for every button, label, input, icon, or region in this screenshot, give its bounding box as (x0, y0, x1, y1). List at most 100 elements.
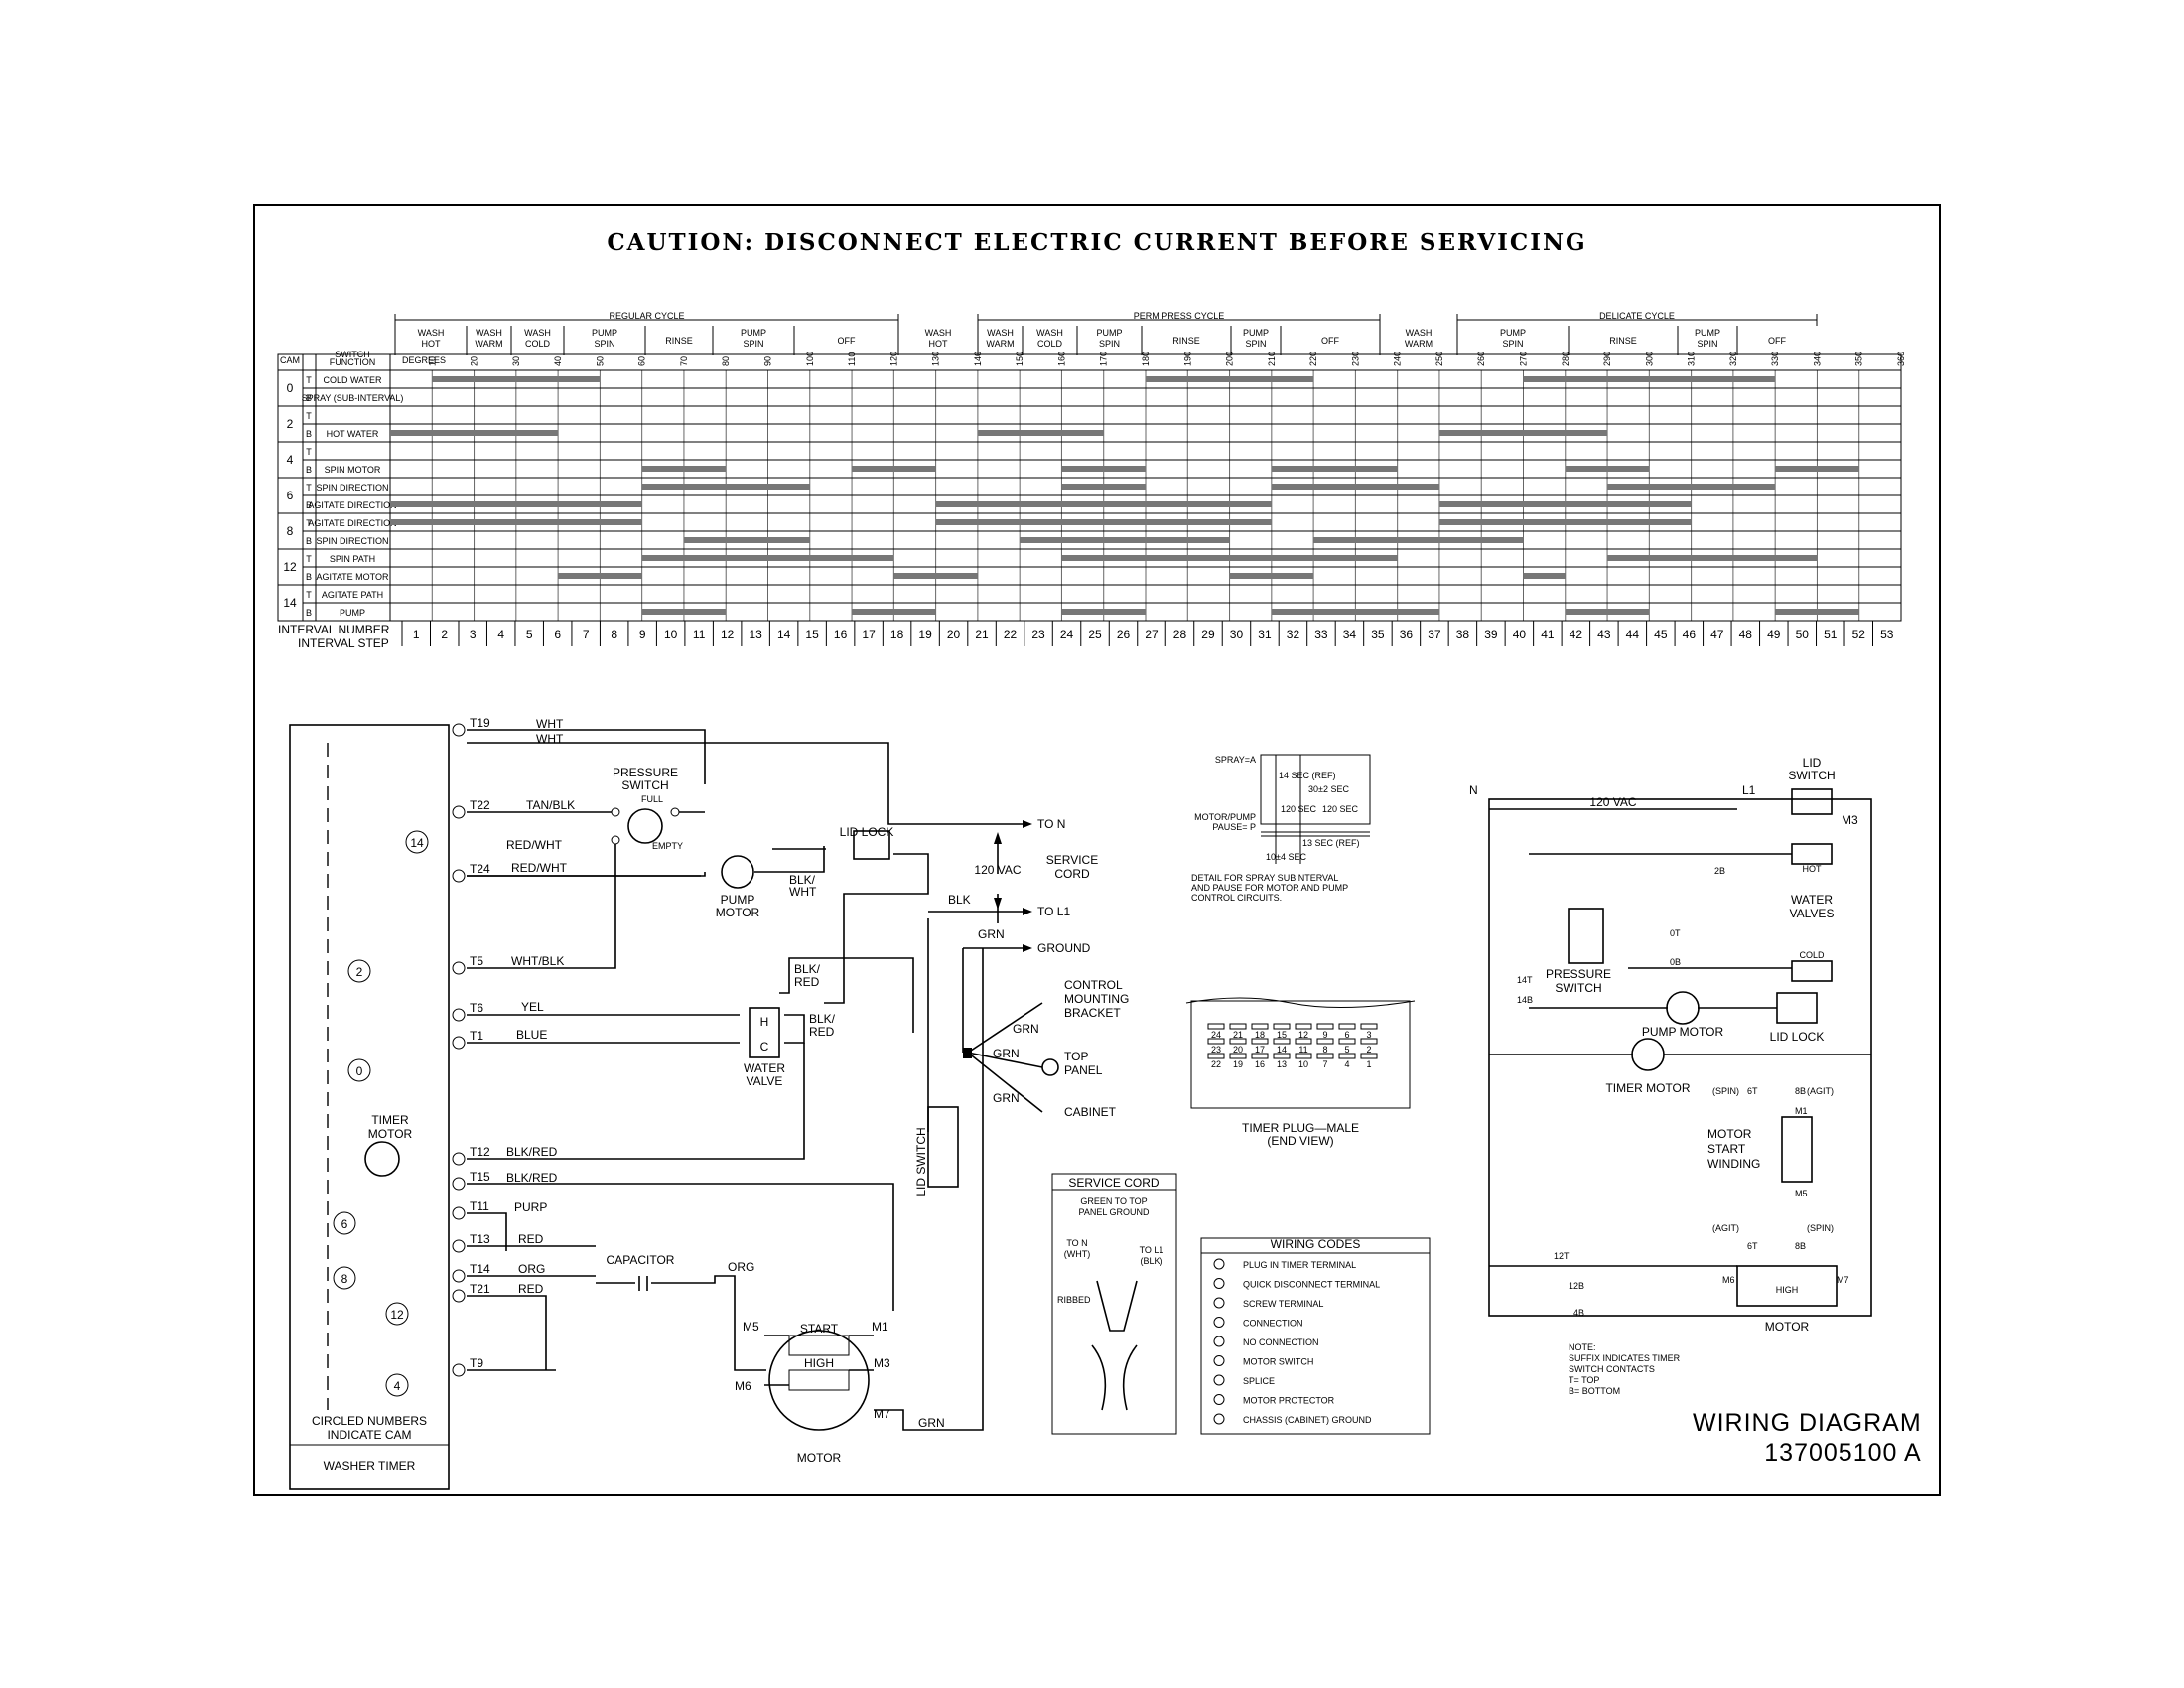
cord-box-subtitle: GREEN TO TOP (1080, 1196, 1147, 1206)
spray-note: AND PAUSE FOR MOTOR AND PUMP (1191, 883, 1348, 893)
degree-tick: 100 (805, 352, 815, 366)
switch-function: SPIN PATH (330, 554, 375, 564)
phase-label: PUMP (1096, 328, 1122, 338)
interval-number: 42 (1570, 628, 1583, 641)
plug-pin (1316, 1053, 1334, 1059)
tb-marker: B (306, 429, 312, 439)
timing-bar (432, 376, 601, 382)
degree-tick: 140 (973, 352, 983, 366)
blk-wht-label: WHT (789, 885, 817, 899)
switch-contact: 14B (1517, 995, 1533, 1005)
plug-pin (1316, 1038, 1334, 1045)
plug-pin (1338, 1038, 1356, 1045)
plug-pin (1207, 1053, 1225, 1059)
ribbed-label: RIBBED (1057, 1295, 1091, 1305)
start-winding-label: MOTOR (1707, 1127, 1752, 1141)
bracket-label: MOUNTING (1064, 992, 1129, 1006)
timer-terminal (452, 1036, 466, 1050)
wiring-codes-title: WIRING CODES (1271, 1237, 1361, 1251)
degree-tick: 70 (679, 356, 689, 366)
to-n-label: (WHT) (1064, 1249, 1091, 1259)
time-label: 13 SEC (REF) (1302, 838, 1360, 848)
spin-label: (SPIN) (1712, 1086, 1739, 1096)
interval-number: 6 (554, 628, 561, 641)
phase-label: WARM (1405, 339, 1433, 349)
phase-label: WASH (524, 328, 551, 338)
degree-tick: 280 (1561, 352, 1570, 366)
phase-label: COLD (1037, 339, 1063, 349)
timing-bar (1438, 501, 1692, 507)
time-label: 120 SEC (1281, 804, 1317, 814)
degree-tick: 220 (1308, 352, 1318, 366)
to-n-label: TO N (1066, 1238, 1087, 1248)
time-label: 120 SEC (1322, 804, 1359, 814)
motor-terminal: M7 (874, 1407, 890, 1421)
degree-tick: 190 (1182, 352, 1192, 366)
interval-number: 18 (890, 628, 904, 641)
water-valve-label: WATER (744, 1061, 785, 1075)
timing-bar (935, 501, 1272, 507)
tb-marker: T (306, 411, 312, 421)
pin-number: 19 (1233, 1059, 1243, 1069)
ladder-note: B= BOTTOM (1569, 1386, 1620, 1396)
phase-label: RINSE (665, 336, 693, 346)
cam-circle (347, 959, 371, 983)
capacitor-label: CAPACITOR (607, 1253, 675, 1267)
degree-tick: 10 (427, 356, 437, 366)
timing-bar (1565, 609, 1650, 615)
tb-marker: B (306, 536, 312, 546)
degree-tick: 160 (1056, 352, 1066, 366)
tb-marker: T (306, 590, 312, 600)
timing-bar (1438, 430, 1608, 436)
tb-marker: T (306, 518, 312, 528)
cam-number: 2 (287, 417, 294, 431)
phase-label: RINSE (1172, 336, 1200, 346)
degree-tick: 50 (595, 356, 605, 366)
phase-label: OFF (838, 336, 856, 346)
timing-bar (1229, 573, 1314, 579)
cam-header: CAM (280, 355, 300, 365)
spray-note: DETAIL FOR SPRAY SUBINTERVAL (1191, 873, 1338, 883)
wire-color-label: PURP (514, 1200, 547, 1214)
lid-lock-label: LID LOCK (840, 825, 894, 839)
motor-label: MOTOR (797, 1451, 842, 1465)
degree-tick: 150 (1015, 352, 1024, 366)
phase-label: SPIN (1697, 339, 1717, 349)
timing-bar (641, 484, 810, 490)
timing-bar (1061, 609, 1146, 615)
wire-color-label: BLUE (516, 1028, 547, 1042)
time-label: 10±4 SEC (1266, 852, 1306, 862)
switch-function: AGITATE PATH (322, 590, 383, 600)
full-label: FULL (641, 794, 663, 804)
terminal-label: T15 (470, 1170, 490, 1184)
plug-pin (1273, 1053, 1291, 1059)
cam-circle (333, 1266, 356, 1290)
pressure-switch-label: SWITCH (1555, 981, 1601, 995)
plug-pin (1251, 1053, 1269, 1059)
degree-tick: 320 (1728, 352, 1738, 366)
interval-number: 37 (1428, 628, 1441, 641)
wire-color-label: RED/WHT (506, 838, 563, 852)
top-panel-label: PANEL (1064, 1063, 1103, 1077)
degree-tick: 80 (721, 356, 731, 366)
terminal-label: T12 (470, 1145, 490, 1159)
tb-marker: B (306, 465, 312, 475)
phase-label: PUMP (1695, 328, 1720, 338)
timing-bar (641, 555, 894, 561)
switch-contact: 12B (1569, 1281, 1584, 1291)
code-symbol-icon (1213, 1394, 1225, 1405)
blk-red-label: RED (809, 1025, 835, 1039)
phase-label: SPIN (594, 339, 614, 349)
plug-pin (1229, 1038, 1247, 1045)
valve-h-label: H (760, 1015, 769, 1029)
ladder-note: SWITCH CONTACTS (1569, 1364, 1655, 1374)
blk-wht-label: BLK/ (789, 873, 816, 887)
pin-number: 6 (1344, 1030, 1349, 1040)
degree-tick: 40 (553, 356, 563, 366)
interval-number: 1 (413, 628, 420, 641)
to-n-label: TO N (1037, 817, 1065, 831)
timer-motor-label: TIMER MOTOR (1605, 1081, 1690, 1095)
code-symbol-icon (1213, 1297, 1225, 1309)
switch-function: COLD WATER (323, 375, 382, 385)
